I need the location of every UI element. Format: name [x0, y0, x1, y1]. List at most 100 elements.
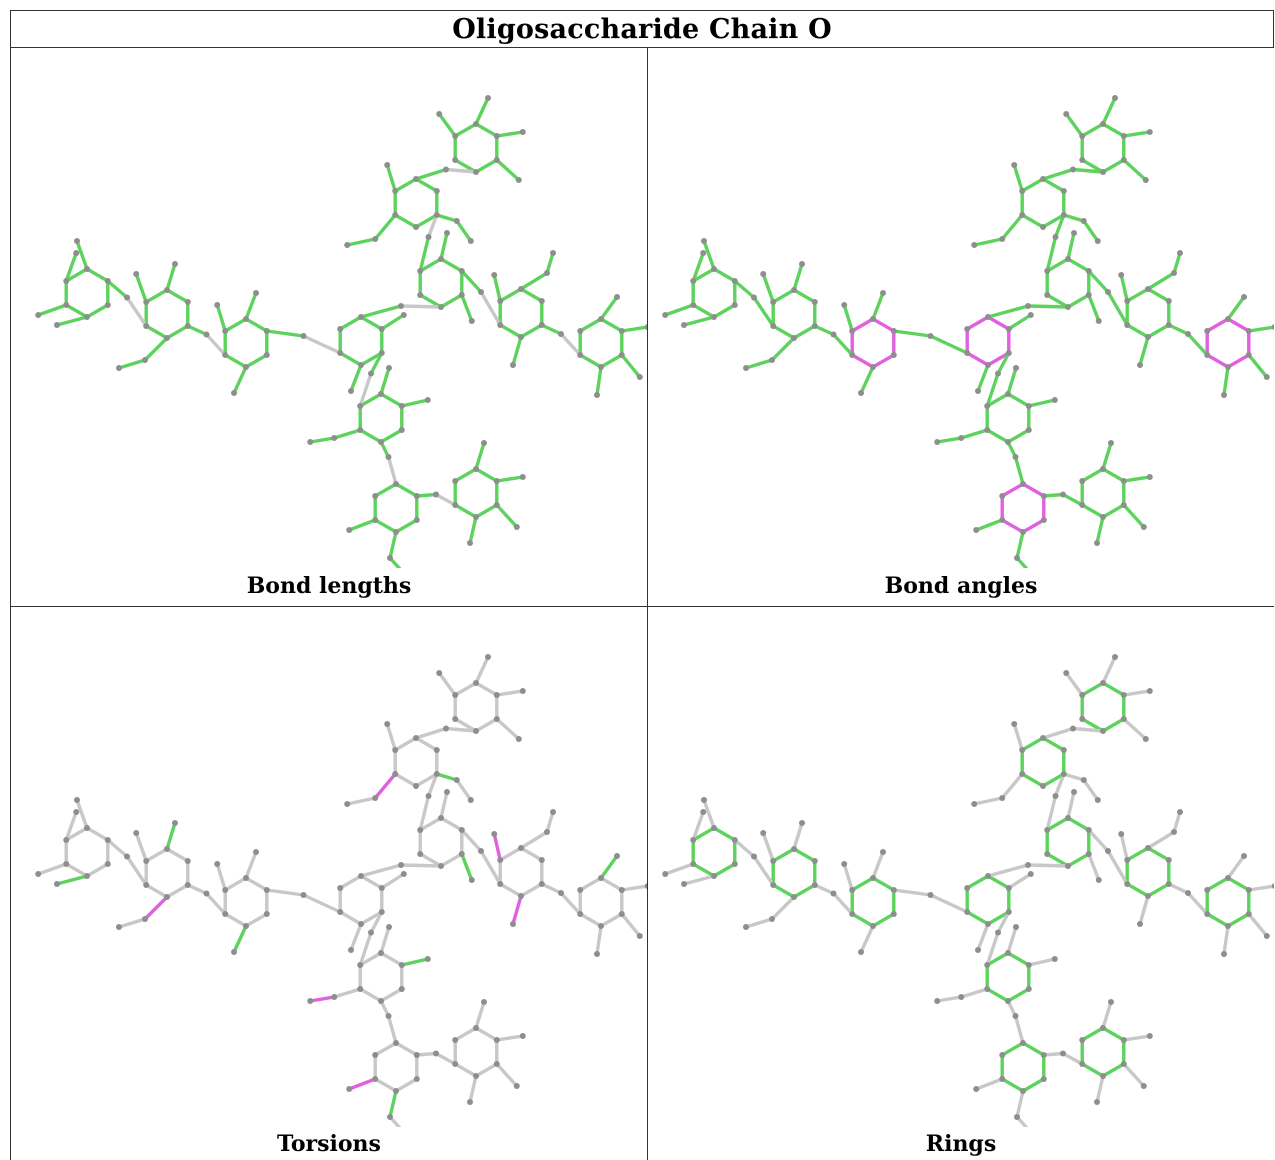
atom — [751, 294, 757, 301]
substituent-bond — [134, 272, 148, 304]
atom — [1052, 793, 1059, 799]
atom — [1105, 848, 1111, 854]
atom — [443, 725, 449, 732]
linker-bond — [1071, 167, 1105, 174]
ring-bond — [771, 883, 796, 899]
substituent-bond — [437, 112, 457, 138]
atom — [493, 502, 500, 508]
ring-bond — [1080, 503, 1105, 519]
atom — [143, 858, 150, 864]
atom — [1019, 212, 1026, 218]
atom — [1005, 391, 1011, 397]
substituent-bond — [519, 271, 549, 291]
ring-bond — [358, 428, 383, 444]
ring-bond — [871, 876, 896, 892]
ring-bond — [691, 826, 716, 842]
linker-bond — [813, 883, 836, 896]
atom — [1011, 162, 1018, 168]
atom — [1025, 986, 1032, 992]
atom — [858, 949, 864, 955]
substituent-bond — [1146, 271, 1176, 291]
atom — [378, 350, 385, 356]
atom — [458, 827, 465, 833]
atom — [769, 357, 775, 363]
atom — [1120, 133, 1127, 139]
figure-title: Oligosaccharide Chain O — [452, 13, 832, 45]
linker-bond — [359, 304, 403, 319]
atom — [558, 890, 564, 896]
atom — [577, 911, 584, 917]
atom — [63, 302, 70, 308]
atom — [598, 923, 604, 929]
ring-bond — [712, 303, 737, 319]
substituent-bond — [492, 273, 502, 303]
atom — [770, 299, 777, 305]
atom — [1044, 292, 1051, 298]
substituent-bond — [691, 810, 705, 842]
atom — [1020, 481, 1026, 487]
atom — [413, 517, 420, 523]
substituent-bond — [55, 874, 89, 886]
linker-bond — [752, 854, 775, 887]
atom — [1079, 1037, 1086, 1043]
substituent-bond — [1066, 790, 1076, 820]
substituent-bond — [682, 315, 716, 327]
atom — [636, 374, 643, 380]
atom — [964, 885, 971, 891]
atom — [1245, 328, 1252, 334]
atom — [769, 916, 775, 922]
atom — [231, 949, 237, 955]
atom — [1124, 298, 1131, 304]
ring-bond — [1021, 1077, 1046, 1093]
atom — [1142, 177, 1149, 183]
atom — [1060, 188, 1067, 194]
atom — [770, 323, 777, 329]
atom — [393, 529, 399, 535]
atom — [711, 873, 717, 879]
ring-bond — [1101, 467, 1126, 483]
atom — [493, 133, 500, 139]
ring-bond — [453, 681, 478, 697]
substituent-bond — [1066, 231, 1076, 261]
atom — [300, 892, 307, 898]
atom — [368, 929, 374, 936]
atom — [934, 998, 941, 1004]
ring-bond — [850, 317, 875, 333]
panel-bond-lengths: Bond lengths — [11, 48, 647, 606]
ring-bond — [453, 1062, 478, 1078]
atom — [1165, 857, 1172, 863]
linker-bond — [985, 930, 1000, 967]
atom — [1204, 911, 1211, 917]
atom — [1005, 350, 1012, 356]
ring-bond — [165, 324, 190, 340]
ring-bond — [144, 847, 169, 863]
atom — [760, 271, 767, 277]
substituent-bond — [1000, 772, 1024, 800]
ring-bond — [393, 177, 418, 193]
substituent-bond — [117, 358, 147, 370]
atom — [467, 797, 474, 803]
atom — [417, 827, 424, 833]
substituent-bond — [1064, 671, 1084, 697]
linker-bond — [414, 726, 448, 740]
atom — [1013, 365, 1019, 371]
atom — [515, 736, 522, 742]
atom — [598, 316, 604, 322]
ring-bond — [1080, 681, 1105, 697]
atom — [577, 887, 584, 893]
atom — [1145, 334, 1151, 340]
substituent-bond — [1007, 872, 1033, 890]
atom — [84, 825, 90, 831]
substituent-bond — [1247, 912, 1269, 938]
atom — [1185, 331, 1191, 337]
atom — [104, 837, 111, 843]
atom — [467, 540, 473, 546]
atom — [1025, 303, 1031, 309]
atom — [594, 951, 600, 957]
figure-title-cell: Oligosaccharide Chain O — [10, 10, 1274, 47]
atom — [222, 328, 229, 334]
substituent-bond — [976, 363, 990, 393]
atom — [731, 278, 738, 284]
grid-line-left — [10, 10, 11, 1160]
ring-bond — [1020, 736, 1045, 752]
